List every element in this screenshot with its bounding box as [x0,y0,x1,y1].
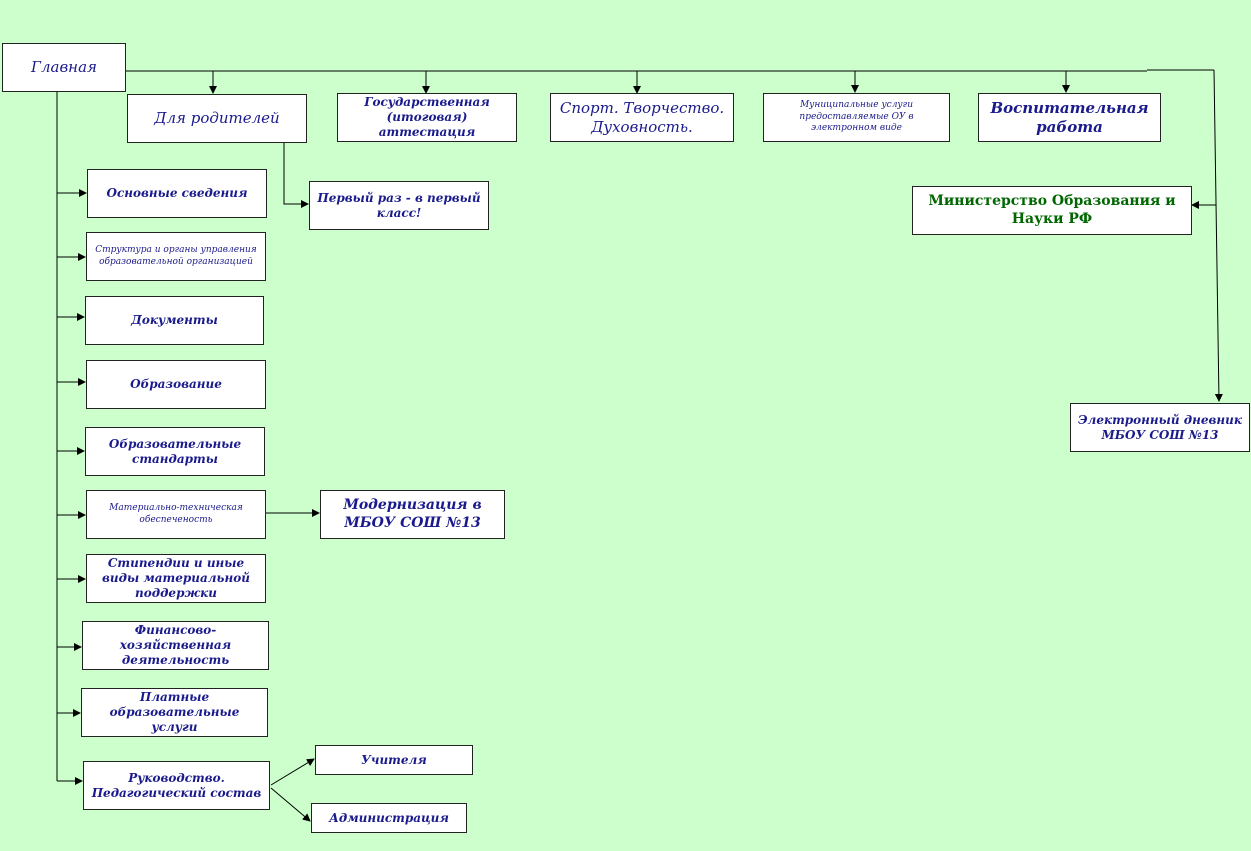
diary-label: Электронный дневник МБОУ СОШ №13 [1078,412,1242,442]
basic-info-node[interactable]: Основные сведения [87,169,267,218]
basic-info-label: Основные сведения [106,186,248,200]
administration-label: Администрация [329,810,449,825]
paid-services-label: Платные образовательные услуги [109,690,240,734]
standards-label: Образовательные стандарты [108,436,242,466]
material-label: Материально-техническая обеспеченость [109,502,243,525]
parents-node[interactable]: Для родителей [127,94,307,143]
attestation-label: Государственная (итоговая) аттестация [364,95,490,139]
finance-label: Финансово-хозяйственная деятельность [119,623,232,667]
attestation-node[interactable]: Государственная (итоговая) аттестация [337,93,517,142]
diary-node[interactable]: Электронный дневник МБОУ СОШ №13 [1070,403,1250,452]
parents-to-first-class [283,142,309,208]
parents-label: Для родителей [154,109,280,128]
municipal-node[interactable]: Муниципальные услуги предоставляемые ОУ … [763,93,950,142]
documents-label: Документы [131,313,218,327]
upbringing-node[interactable]: Воспитательная работа [978,93,1161,142]
administration-node[interactable]: Администрация [311,803,467,833]
management-label: Руководство. Педагогический состав [91,770,262,800]
education-label: Образование [130,377,222,391]
main-node[interactable]: Главная [2,43,126,92]
modernization-label: Модернизация в МБОУ СОШ №13 [343,497,482,531]
management-to-teachers [270,758,315,786]
standards-node[interactable]: Образовательные стандарты [85,427,265,476]
material-node[interactable]: Материально-техническая обеспеченость [86,490,266,539]
upbringing-label: Воспитательная работа [990,98,1149,136]
right-vertical [1213,69,1223,402]
first-class-label: Первый раз - в первый класс! [317,190,481,220]
documents-node[interactable]: Документы [85,296,264,345]
management-to-administration [270,787,311,822]
modernization-node[interactable]: Модернизация в МБОУ СОШ №13 [320,490,505,539]
education-node[interactable]: Образование [86,360,266,409]
scholarships-label: Стипендии и иные виды материальной подде… [102,556,250,600]
scholarships-node[interactable]: Стипендии и иные виды материальной подде… [86,554,266,603]
teachers-node[interactable]: Учителя [315,745,473,775]
structure-label: Структура и органы управления образовате… [95,244,257,267]
sport-label: Спорт. Творчество. Духовность. [559,98,725,136]
ministry-label: Министерство Образования и Науки РФ [928,193,1176,227]
municipal-label: Муниципальные услуги предоставляемые ОУ … [799,99,914,134]
main-label: Главная [31,58,97,77]
ministry-node[interactable]: Министерство Образования и Науки РФ [912,186,1192,235]
management-node[interactable]: Руководство. Педагогический состав [83,761,270,810]
first-class-node[interactable]: Первый раз - в первый класс! [309,181,489,230]
sport-node[interactable]: Спорт. Творчество. Духовность. [550,93,734,142]
structure-node[interactable]: Структура и органы управления образовате… [86,232,266,281]
paid-services-node[interactable]: Платные образовательные услуги [81,688,268,737]
teachers-label: Учителя [361,752,427,767]
finance-node[interactable]: Финансово-хозяйственная деятельность [82,621,269,670]
